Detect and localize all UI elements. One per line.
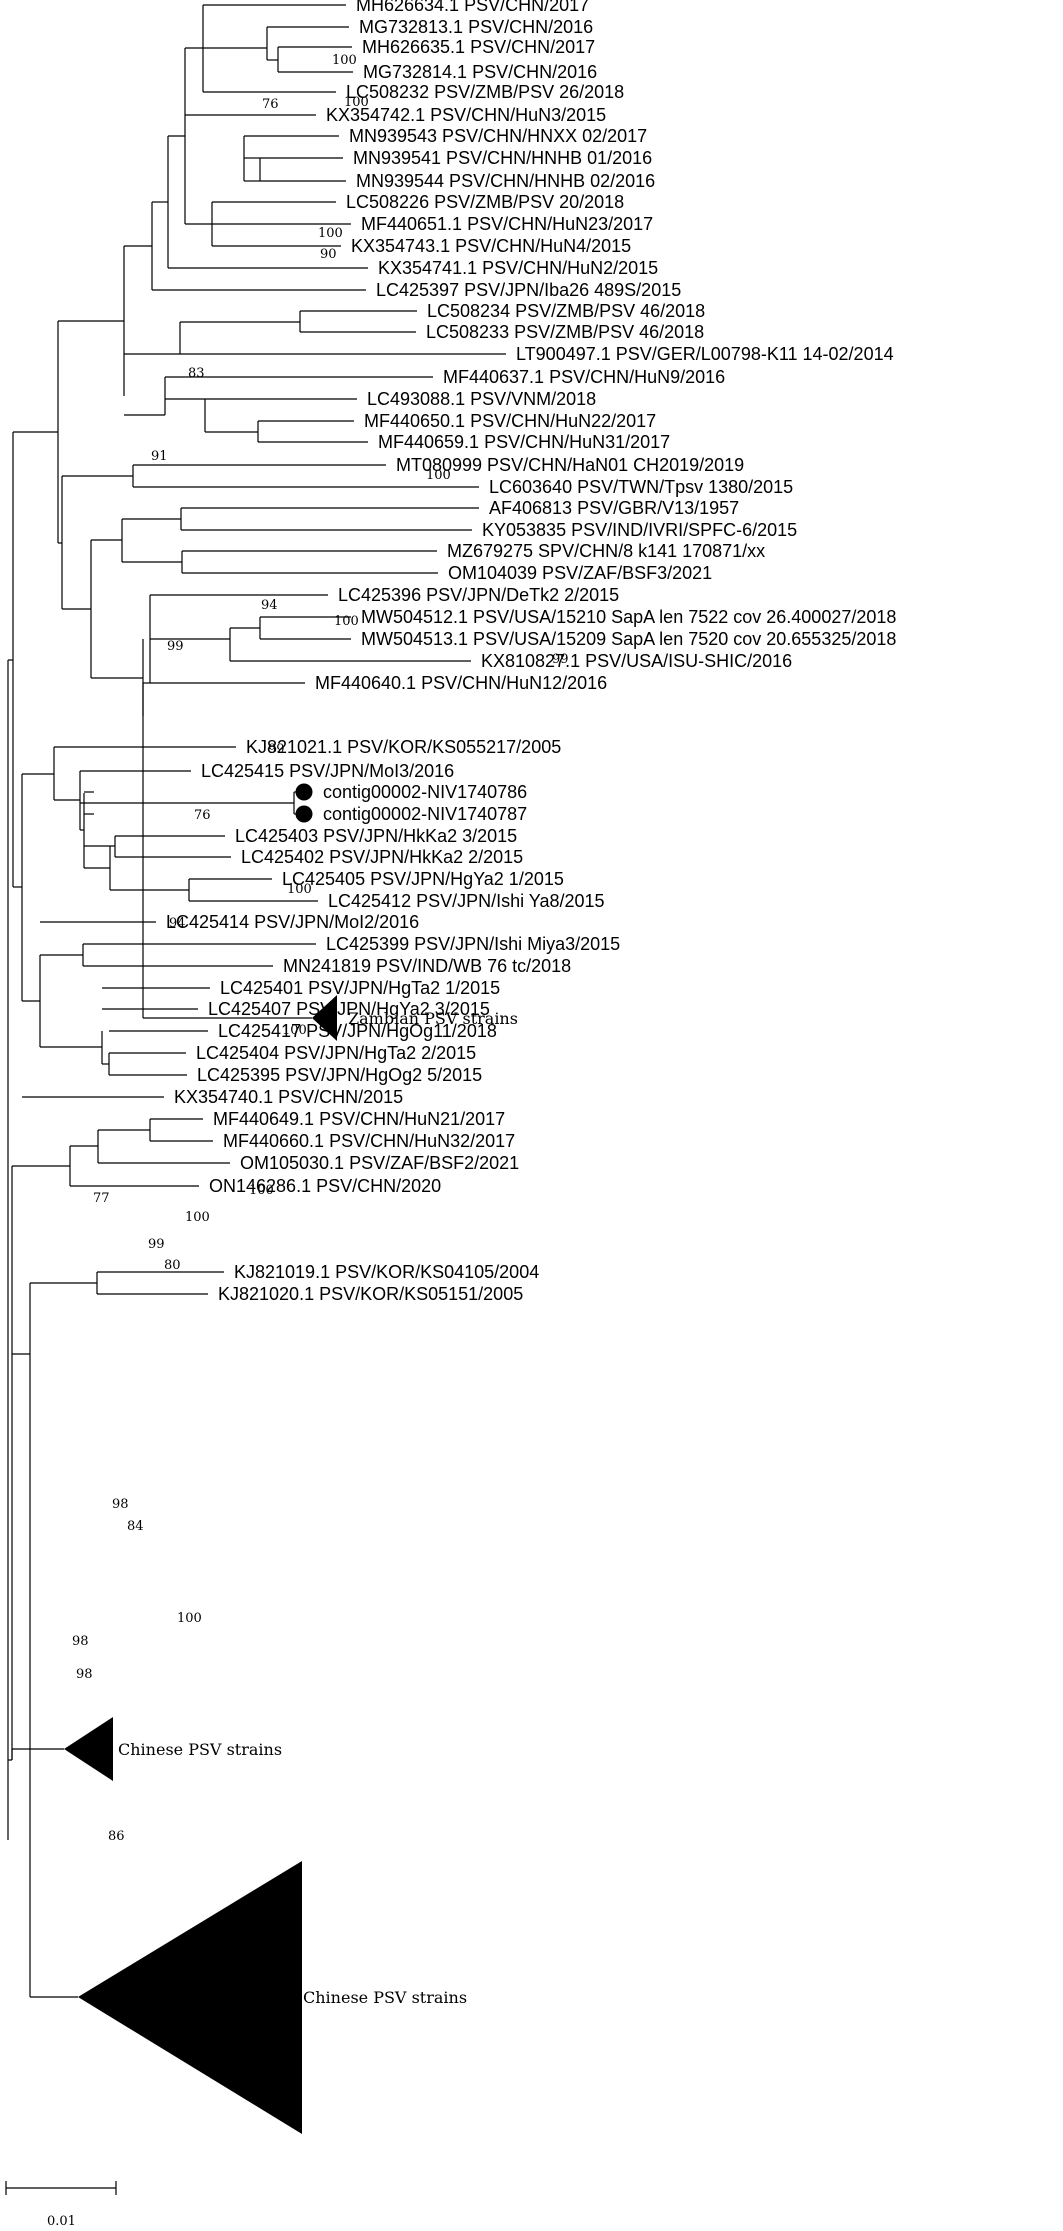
taxon-label: MH626635.1 PSV/CHN/2017 bbox=[362, 37, 595, 57]
taxon-label: ON146286.1 PSV/CHN/2020 bbox=[209, 1176, 441, 1196]
taxon-label: MF440660.1 PSV/CHN/HuN32/2017 bbox=[223, 1131, 515, 1151]
taxon-label: KJ821021.1 PSV/KOR/KS055217/2005 bbox=[246, 737, 561, 757]
bootstrap-value: 100 bbox=[334, 614, 359, 629]
taxon-label: LC425401 PSV/JPN/HgTa2 1/2015 bbox=[220, 978, 500, 998]
taxon-label: MF440637.1 PSV/CHN/HuN9/2016 bbox=[443, 367, 725, 387]
sample-marker-icon bbox=[295, 805, 313, 823]
taxon-label: KX354741.1 PSV/CHN/HuN2/2015 bbox=[378, 258, 658, 278]
bootstrap-value: 100 bbox=[344, 95, 369, 110]
taxon-label: KX354742.1 PSV/CHN/HuN3/2015 bbox=[326, 105, 606, 125]
taxon-label: LC508233 PSV/ZMB/PSV 46/2018 bbox=[426, 322, 704, 342]
taxon-label: LC425402 PSV/JPN/HkKa2 2/2015 bbox=[241, 847, 523, 867]
taxon-label: MG732813.1 PSV/CHN/2016 bbox=[359, 17, 593, 37]
bootstrap-value: 100 bbox=[287, 882, 312, 897]
taxon-label: LC508232 PSV/ZMB/PSV 26/2018 bbox=[346, 82, 624, 102]
taxon-label: LC425417 PSV/JPN/HgOg11/2018 bbox=[218, 1021, 497, 1041]
bootstrap-value: 91 bbox=[151, 449, 168, 464]
bootstrap-value: 98 bbox=[72, 1634, 89, 1649]
clade-label: Chinese PSV strains bbox=[118, 1740, 282, 1759]
collapsed-clade-triangle bbox=[64, 1717, 113, 1781]
taxon-label: AF406813 PSV/GBR/V13/1957 bbox=[489, 498, 739, 518]
taxon-label: MW504512.1 PSV/USA/15210 SapA len 7522 c… bbox=[361, 607, 896, 627]
bootstrap-value: 100 bbox=[318, 226, 343, 241]
bootstrap-value: 100 bbox=[332, 53, 357, 68]
taxon-label: contig00002-NIV1740787 bbox=[323, 804, 527, 824]
sample-marker-icon bbox=[295, 783, 313, 801]
bootstrap-value: 100 bbox=[249, 1183, 274, 1198]
taxon-label: KJ821020.1 PSV/KOR/KS05151/2005 bbox=[218, 1284, 523, 1304]
taxon-label: KX354740.1 PSV/CHN/2015 bbox=[174, 1087, 403, 1107]
taxon-label: LC425399 PSV/JPN/Ishi Miya3/2015 bbox=[326, 934, 620, 954]
taxon-label: LC493088.1 PSV/VNM/2018 bbox=[367, 389, 596, 409]
taxon-label: LC425395 PSV/JPN/HgOg2 5/2015 bbox=[197, 1065, 482, 1085]
taxon-label: MF440650.1 PSV/CHN/HuN22/2017 bbox=[364, 411, 656, 431]
taxon-label: MN939541 PSV/CHN/HNHB 01/2016 bbox=[353, 148, 652, 168]
bootstrap-value: 76 bbox=[194, 808, 211, 823]
taxon-label: MN939543 PSV/CHN/HNXX 02/2017 bbox=[349, 126, 647, 146]
collapsed-clade-triangle bbox=[312, 995, 337, 1041]
taxon-label: MF440640.1 PSV/CHN/HuN12/2016 bbox=[315, 673, 607, 693]
bootstrap-value: 77 bbox=[93, 1191, 110, 1206]
taxon-label: OM105030.1 PSV/ZAF/BSF2/2021 bbox=[240, 1153, 519, 1173]
taxon-label: MH626634.1 PSV/CHN/2017 bbox=[356, 0, 589, 15]
bootstrap-value: 98 bbox=[76, 1667, 93, 1682]
clade-label: Chinese PSV strains bbox=[303, 1988, 467, 2007]
taxon-label: LC508226 PSV/ZMB/PSV 20/2018 bbox=[346, 192, 624, 212]
taxon-label: KJ821019.1 PSV/KOR/KS04105/2004 bbox=[234, 1262, 539, 1282]
taxon-label: MZ679275 SPV/CHN/8 k141 170871/xx bbox=[447, 541, 765, 561]
taxon-label: OM104039 PSV/ZAF/BSF3/2021 bbox=[448, 563, 712, 583]
taxon-label: contig00002-NIV1740786 bbox=[323, 782, 527, 802]
bootstrap-value: 99 bbox=[552, 652, 569, 667]
bootstrap-value: 80 bbox=[164, 1258, 181, 1273]
sample-markers bbox=[295, 783, 313, 823]
taxon-label: MT080999 PSV/CHN/HaN01 CH2019/2019 bbox=[396, 455, 744, 475]
scale-bar-label: 0.01 bbox=[47, 2214, 76, 2229]
taxon-label: LC603640 PSV/TWN/Tpsv 1380/2015 bbox=[489, 477, 793, 497]
taxon-label: LC425405 PSV/JPN/HgYa2 1/2015 bbox=[282, 869, 564, 889]
bootstrap-value: 100 bbox=[177, 1611, 202, 1626]
bootstrap-value: 98 bbox=[112, 1497, 129, 1512]
taxon-label: KX810827.1 PSV/USA/ISU-SHIC/2016 bbox=[481, 651, 792, 671]
bootstrap-value: 86 bbox=[108, 1829, 125, 1844]
bootstrap-value: 83 bbox=[188, 366, 205, 381]
taxon-label: LC425403 PSV/JPN/HkKa2 3/2015 bbox=[235, 826, 517, 846]
taxon-label: KX354743.1 PSV/CHN/HuN4/2015 bbox=[351, 236, 631, 256]
taxon-label: MF440659.1 PSV/CHN/HuN31/2017 bbox=[378, 432, 670, 452]
taxon-label: KY053835 PSV/IND/IVRI/SPFC-6/2015 bbox=[482, 520, 797, 540]
bootstrap-value: 100 bbox=[185, 1210, 210, 1225]
taxon-label: LC425414 PSV/JPN/MoI2/2016 bbox=[166, 912, 419, 932]
bootstrap-value: 99 bbox=[167, 639, 184, 654]
bootstrap-value: 94 bbox=[261, 598, 278, 613]
bootstrap-value: 76 bbox=[262, 97, 279, 112]
collapsed-clade-triangle bbox=[78, 1861, 302, 2134]
bootstrap-value: 99 bbox=[148, 1237, 165, 1252]
taxon-label: MN241819 PSV/IND/WB 76 tc/2018 bbox=[283, 956, 571, 976]
taxon-label: LC425407 PSV/JPN/HgYa2 3/2015 bbox=[208, 999, 490, 1019]
bootstrap-value: 84 bbox=[127, 1519, 144, 1534]
scale-bar: 0.01 bbox=[5, 2181, 117, 2229]
taxon-label: MG732814.1 PSV/CHN/2016 bbox=[363, 62, 597, 82]
bootstrap-value: 100 bbox=[426, 468, 451, 483]
taxon-label: LC425396 PSV/JPN/DeTk2 2/2015 bbox=[338, 585, 619, 605]
taxon-label: LC425404 PSV/JPN/HgTa2 2/2015 bbox=[196, 1043, 476, 1063]
tree-branches bbox=[7, 4, 506, 1998]
taxon-label: MN939544 PSV/CHN/HNHB 02/2016 bbox=[356, 171, 655, 191]
taxon-label: LC425397 PSV/JPN/Iba26 489S/2015 bbox=[376, 280, 681, 300]
bootstrap-value: 90 bbox=[320, 247, 337, 262]
bootstrap-value: 100 bbox=[282, 1023, 307, 1038]
taxon-label: MW504513.1 PSV/USA/15209 SapA len 7520 c… bbox=[361, 629, 896, 649]
bootstrap-value: 94 bbox=[169, 916, 186, 931]
taxon-label: LC508234 PSV/ZMB/PSV 46/2018 bbox=[427, 301, 705, 321]
taxon-label: MF440651.1 PSV/CHN/HuN23/2017 bbox=[361, 214, 653, 234]
taxon-label: LC425415 PSV/JPN/MoI3/2016 bbox=[201, 761, 454, 781]
bootstrap-value: 99 bbox=[268, 742, 285, 757]
taxon-label: MF440649.1 PSV/CHN/HuN21/2017 bbox=[213, 1109, 505, 1129]
clade-label: Zambian PSV strains bbox=[348, 1009, 518, 1028]
taxon-label: LC425412 PSV/JPN/Ishi Ya8/2015 bbox=[328, 891, 605, 911]
bootstrap-values: 100 100 76 100 90 83 91 100 94 100 99 99 76 99 100 94 10… bbox=[72, 53, 569, 1844]
taxon-label: LT900497.1 PSV/GER/L00798-K11 14-02/2014 bbox=[516, 344, 894, 364]
